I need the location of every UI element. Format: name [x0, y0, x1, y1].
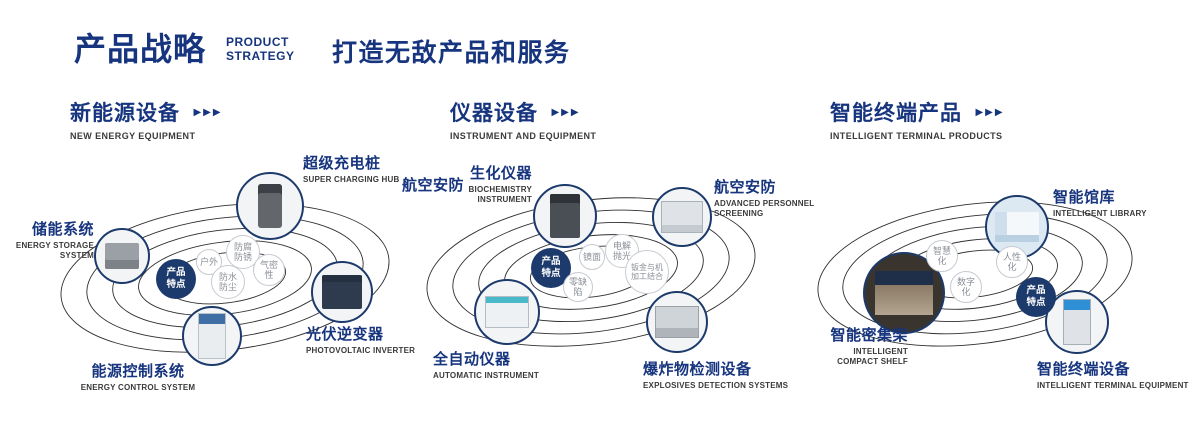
feature-bubble: 人性化	[996, 246, 1028, 278]
section-header-new-energy: 新能源设备 ▶▶▶ NEW ENERGY EQUIPMENT	[70, 97, 223, 141]
section-title: 仪器设备	[450, 102, 538, 125]
equipment-illustration	[550, 194, 580, 238]
triple-arrow-icon: ▶▶▶	[975, 106, 1005, 118]
feature-bubble: 镜面	[579, 244, 605, 270]
section-subtitle: INSTRUMENT AND EQUIPMENT	[450, 131, 597, 141]
equipment-illustration	[661, 201, 703, 233]
feature-bubble: 气密性	[253, 254, 285, 286]
product-label-biochemistry-instrument: 生化仪器 BIOCHEMISTRY INSTRUMENT	[468, 165, 532, 204]
equipment-illustration	[258, 184, 282, 228]
product-photo-intelligent-terminal	[1045, 290, 1109, 354]
equipment-illustration	[995, 212, 1039, 242]
product-features-chip: 产品特点	[156, 259, 196, 299]
equipment-illustration	[655, 306, 699, 338]
section-subtitle: NEW ENERGY EQUIPMENT	[70, 131, 196, 141]
side-label-aviation-security: 航空安防	[402, 177, 465, 194]
product-label-intelligent-terminal: 智能终端设备 INTELLIGENT TERMINAL EQUIPMENT	[1037, 361, 1189, 390]
product-features-chip: 产品特点	[1016, 277, 1056, 317]
product-photo-biochemistry-instrument	[533, 184, 597, 248]
section-header-instruments: 仪器设备 ▶▶▶ INSTRUMENT AND EQUIPMENT	[450, 97, 596, 141]
product-label-intelligent-compact-shelf: 智能密集架 INTELLIGENT COMPACT SHELF	[830, 327, 908, 366]
product-photo-photovoltaic-inverter	[311, 261, 373, 323]
product-label-automatic-instrument: 全自动仪器 AUTOMATIC INSTRUMENT	[433, 351, 539, 380]
product-label-explosives-detection: 爆炸物检测设备 EXPLOSIVES DETECTION SYSTEMS	[643, 361, 789, 390]
section-title: 智能终端产品	[830, 102, 962, 125]
product-label-photovoltaic-inverter: 光伏逆变器 PHOTOVOLTAIC INVERTER	[306, 326, 416, 355]
triple-arrow-icon: ▶▶▶	[551, 106, 581, 118]
product-photo-energy-storage-system	[94, 228, 150, 284]
product-photo-intelligent-library	[985, 195, 1049, 259]
section-title: 新能源设备	[70, 102, 180, 125]
product-photo-super-charging-hub	[236, 172, 304, 240]
triple-arrow-icon: ▶▶▶	[193, 106, 223, 118]
product-photo-automatic-instrument	[474, 279, 540, 345]
feature-bubble: 零缺陷	[563, 272, 593, 302]
equipment-illustration	[322, 275, 362, 309]
page-title-en: PRODUCT STRATEGY	[226, 35, 295, 63]
product-label-intelligent-library: 智能馆库 INTELLIGENT LIBRARY	[1053, 189, 1147, 218]
product-photo-advanced-personnel-screening	[652, 187, 712, 247]
equipment-illustration	[105, 243, 139, 269]
feature-bubble: 防水防尘	[211, 265, 245, 299]
product-photo-energy-control-system	[182, 306, 242, 366]
tagline: 打造无敌产品和服务	[332, 39, 571, 67]
equipment-illustration	[485, 296, 529, 328]
equipment-illustration	[198, 313, 226, 359]
product-label-energy-control-system: 能源控制系统 ENERGY CONTROL SYSTEM	[80, 363, 196, 392]
section-header-intelligent: 智能终端产品 ▶▶▶ INTELLIGENT TERMINAL PRODUCTS	[830, 97, 1005, 141]
product-label-super-charging-hub: 超级充电桩 SUPER CHARGING HUB	[303, 155, 400, 184]
product-label-advanced-personnel-screening: 航空安防 ADVANCED PERSONNEL SCREENING	[714, 179, 815, 218]
equipment-illustration	[875, 271, 933, 315]
feature-bubble: 智慧化	[926, 240, 958, 272]
equipment-illustration	[1063, 299, 1091, 345]
section-subtitle: INTELLIGENT TERMINAL PRODUCTS	[830, 131, 1003, 141]
page-title: 产品战略	[74, 31, 207, 67]
feature-bubble: 数字化	[950, 271, 982, 303]
product-label-energy-storage-system: 储能系统 ENERGY STORAGE SYSTEM	[15, 221, 94, 260]
feature-bubble: 钣金与机加工结合	[625, 250, 669, 294]
product-photo-explosives-detection	[646, 291, 708, 353]
